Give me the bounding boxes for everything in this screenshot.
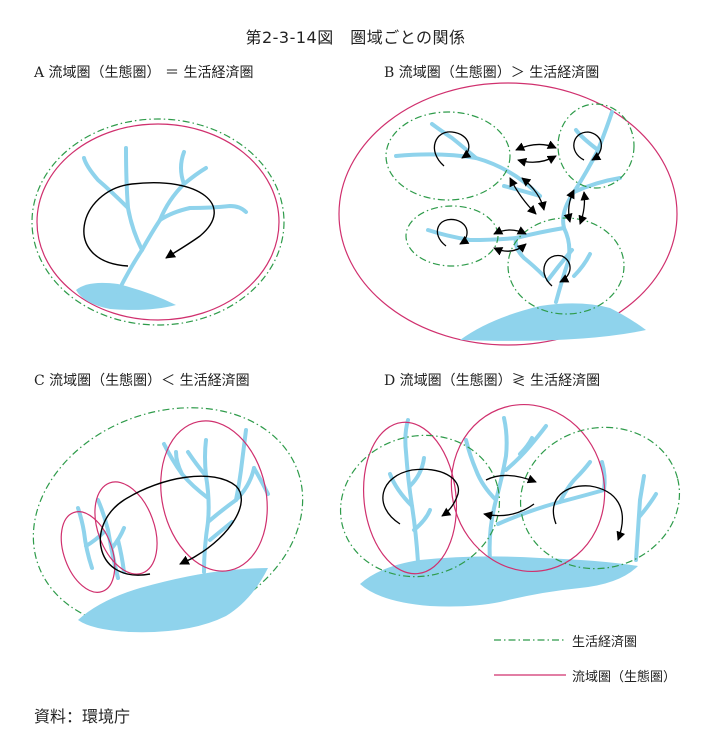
panel-d-economic-sub-2 [519, 426, 681, 570]
panel-d-diagram [339, 403, 681, 607]
panel-a-flow-arrow [83, 182, 215, 267]
panel-a-watershed-boundary [36, 123, 280, 321]
panel-b-flow-arrows [433, 131, 602, 287]
panel-d-watershed-sub-2 [450, 403, 606, 573]
panel-d-economic-sub-1 [339, 434, 501, 578]
panel-b-economic-sub-1 [385, 111, 511, 201]
panel-d-water-body [360, 556, 638, 607]
panel-c-flow-arrow [99, 475, 242, 576]
panel-c-watershed-sub-1 [60, 511, 116, 593]
panel-d-watershed-sub-1 [362, 421, 458, 575]
panel-c-diagram [32, 407, 304, 633]
panel-b-economic-sub-3 [405, 205, 499, 267]
panel-d-river [388, 416, 658, 564]
panel-c-water-body [78, 568, 268, 633]
legend [494, 639, 566, 676]
legend-watershed-label: 流域圏（生態圏） [572, 670, 677, 685]
panel-d-flow-arrows [382, 468, 626, 541]
panel-b-river [394, 110, 622, 304]
panel-c-watershed-sub-3 [160, 420, 268, 572]
panel-a-diagram [31, 118, 285, 326]
source-note: 資料：環境庁 [34, 707, 131, 726]
panel-b-economic-sub-2 [557, 103, 635, 189]
panel-a-label: A 流域圏（生態圏） ＝ 生活経済圏 [34, 65, 254, 81]
panel-c-river [76, 428, 270, 580]
panel-a-economic-boundary [31, 118, 285, 326]
panel-b-diagram [338, 82, 678, 346]
panel-b-water-body [460, 303, 646, 341]
panel-c-label: C 流域圏（生態圏）＜ 生活経済圏 [34, 373, 250, 389]
figure-title: 第2-3-14図 圏域ごとの関係 [245, 28, 466, 47]
panel-b-watershed-boundary [338, 82, 678, 346]
panel-d-label: D 流域圏（生態圏）≷ 生活経済圏 [384, 373, 601, 389]
panel-b-label: B 流域圏（生態圏）＞ 生活経済圏 [384, 65, 600, 81]
legend-economic-label: 生活経済圏 [572, 635, 638, 650]
panel-a-river [82, 146, 248, 294]
panel-a-water-body [76, 282, 176, 310]
